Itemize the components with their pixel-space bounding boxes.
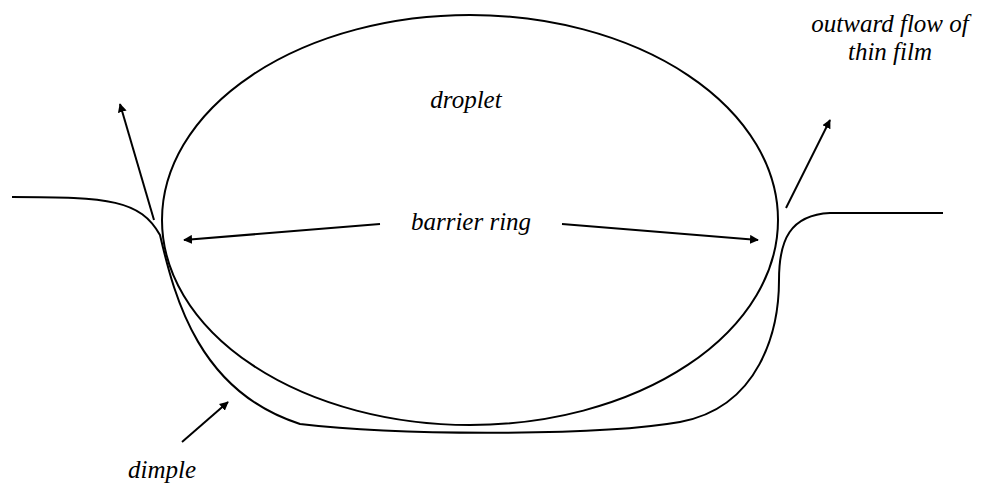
flow-arrow [120,104,154,220]
barrier-arrow [562,224,758,240]
text-label: outward flow of thin film [810,10,970,66]
dimple-arrow [182,402,228,442]
interface-surface [12,197,943,433]
text-label: dimple [82,456,242,484]
droplet-outline [162,15,778,425]
flow-arrow [786,120,830,208]
text-label: barrier ring [371,208,571,236]
text-label: droplet [366,86,566,114]
barrier-arrow [184,224,380,240]
